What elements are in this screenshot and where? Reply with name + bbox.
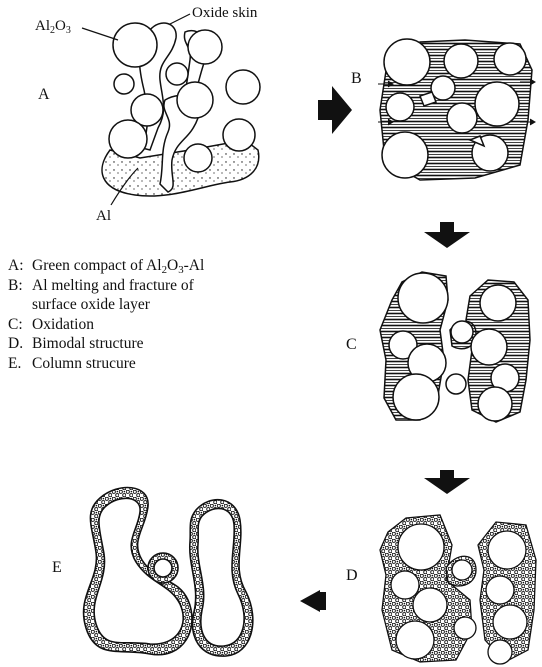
oxide-skin-label: Oxide skin <box>192 5 258 21</box>
legend-item-e: E. Column strucure <box>8 354 298 374</box>
legend-text-continued: surface oxide layer <box>8 295 298 315</box>
legend-text-part: Green compact of Al <box>32 257 162 274</box>
particle <box>488 531 526 569</box>
particle <box>398 524 444 570</box>
particle <box>391 571 419 599</box>
al2o3-label: Al2O3 <box>35 18 71 36</box>
legend-key: B: <box>8 276 32 296</box>
particle <box>452 560 472 580</box>
stage-label-c: C <box>346 336 357 353</box>
particle <box>488 640 512 664</box>
particle <box>166 63 188 85</box>
particle <box>431 76 455 100</box>
legend-text: Column strucure <box>32 354 136 374</box>
stage-label-d: D <box>346 567 358 584</box>
legend-item-a: A: Green compact of Al2O3-Al <box>8 256 298 276</box>
stage-c-oxidation <box>380 272 530 422</box>
stage-d-bimodal <box>380 515 536 664</box>
particle <box>396 621 434 659</box>
legend-key: D. <box>8 334 32 354</box>
particle <box>114 74 134 94</box>
stage-label-a: A <box>38 86 50 103</box>
particle <box>478 387 512 421</box>
particle <box>451 321 473 343</box>
particle <box>493 605 527 639</box>
legend: A: Green compact of Al2O3-Al B: Al melti… <box>8 256 298 373</box>
particle <box>384 39 430 85</box>
particle <box>446 374 466 394</box>
legend-text: Al melting and fracture of <box>32 276 194 296</box>
stage-a-compact <box>102 23 260 196</box>
legend-text-part: O <box>167 257 178 274</box>
arrow-down <box>424 470 470 494</box>
particle <box>398 273 448 323</box>
particle <box>471 329 507 365</box>
particle <box>184 144 212 172</box>
particle <box>475 82 519 126</box>
legend-text: Bimodal structure <box>32 334 144 354</box>
particle <box>226 70 260 104</box>
particle <box>494 43 526 75</box>
legend-key: C: <box>8 315 32 335</box>
arrow-left <box>300 590 326 612</box>
particle <box>113 23 157 67</box>
arrow-down <box>424 222 470 248</box>
legend-item-b: B: Al melting and fracture of <box>8 276 298 296</box>
particle <box>393 374 439 420</box>
legend-text: Green compact of Al2O3-Al <box>32 256 204 276</box>
particle <box>177 82 213 118</box>
particle <box>109 120 147 158</box>
stage-e-column <box>84 488 253 657</box>
stage-b-melting <box>380 39 532 180</box>
particle <box>382 132 428 178</box>
legend-key: A: <box>8 256 32 276</box>
particle <box>486 576 514 604</box>
legend-item-d: D. Bimodal structure <box>8 334 298 354</box>
stage-label-e: E <box>52 559 62 576</box>
particle <box>454 617 476 639</box>
legend-text: Oxidation <box>32 315 94 335</box>
legend-key: E. <box>8 354 32 374</box>
stage-label-b: B <box>351 70 362 87</box>
legend-item-c: C: Oxidation <box>8 315 298 335</box>
arrow-right <box>318 86 352 134</box>
particle <box>223 119 255 151</box>
ring-particle <box>154 559 172 577</box>
legend-text-part: -Al <box>184 257 205 274</box>
particle <box>444 44 478 78</box>
al-label: Al <box>96 208 111 224</box>
particle <box>386 93 414 121</box>
particle <box>480 285 516 321</box>
particle <box>188 30 222 64</box>
particle <box>413 588 447 622</box>
particle <box>447 103 477 133</box>
